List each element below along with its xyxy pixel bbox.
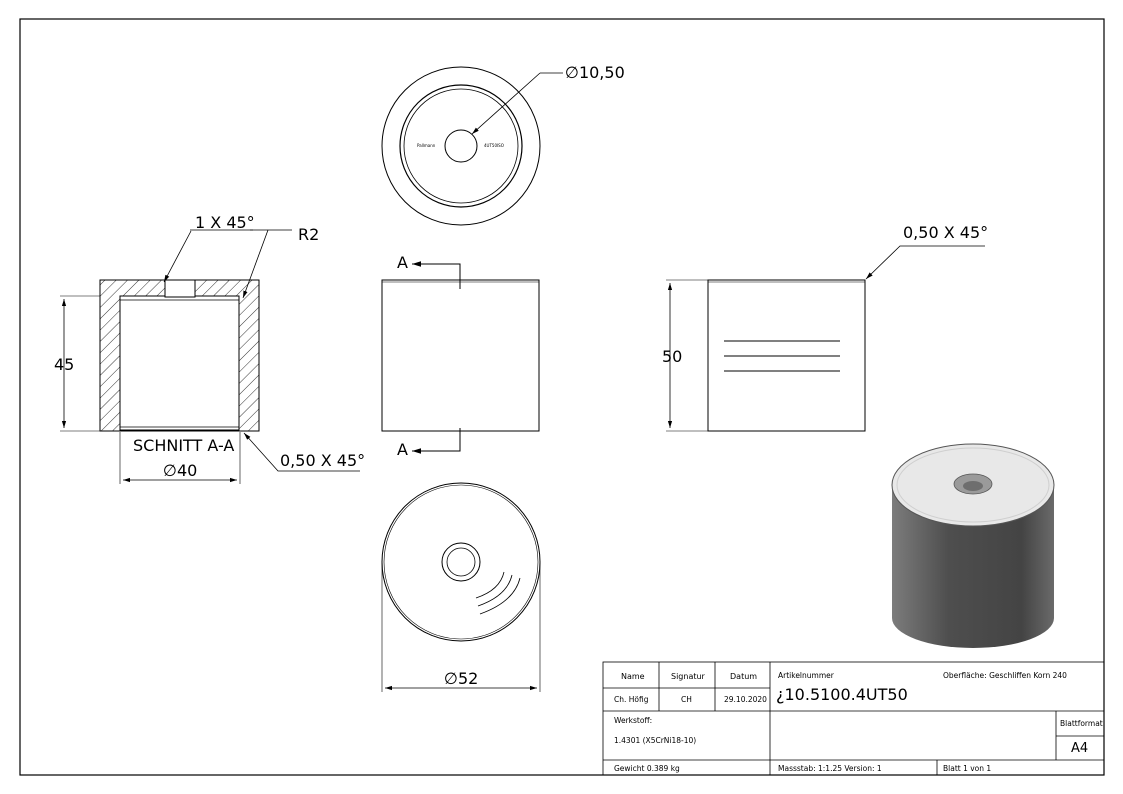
tb-name: Ch. Höfig bbox=[614, 695, 649, 704]
tb-scale-version: Massstab: 1:1.25 Version: 1 bbox=[778, 764, 882, 773]
tb-surface: Oberfläche: Geschliffen Korn 240 bbox=[943, 671, 1067, 680]
tb-material-label: Werkstoff: bbox=[614, 716, 652, 725]
cut-marker-top: A bbox=[397, 253, 408, 272]
tb-weight: Gewicht 0.389 kg bbox=[614, 764, 680, 773]
top-view bbox=[381, 66, 563, 226]
cut-marker-bottom: A bbox=[397, 440, 408, 459]
tb-header-date: Datum bbox=[730, 672, 757, 681]
tb-header-name: Name bbox=[621, 672, 645, 681]
dim-chamfer-right: 0,50 X 45° bbox=[903, 223, 988, 242]
dim-outer-diameter: ∅52 bbox=[444, 669, 478, 688]
tb-article-number: ¿10.5100.4UT50 bbox=[776, 685, 908, 704]
dim-radius: R2 bbox=[298, 225, 319, 244]
front-view bbox=[381, 261, 540, 454]
dim-chamfer-bottom: 0,50 X 45° bbox=[280, 451, 365, 470]
section-label: SCHNITT A-A bbox=[133, 436, 234, 455]
bottom-view bbox=[381, 482, 541, 692]
dim-hole-diameter: ∅10,50 bbox=[565, 63, 625, 82]
tb-sheet-number: Blatt 1 von 1 bbox=[943, 764, 991, 773]
dim-height-section: 45 bbox=[54, 355, 74, 374]
engraving-left: Pallmann bbox=[417, 143, 436, 148]
dim-inner-diameter: ∅40 bbox=[163, 461, 197, 480]
tb-sheet-format-value: A4 bbox=[1071, 741, 1088, 756]
dim-chamfer-top: 1 X 45° bbox=[195, 213, 255, 232]
side-view bbox=[666, 245, 985, 432]
title-block bbox=[602, 661, 1105, 776]
tb-article-label: Artikelnummer bbox=[778, 671, 835, 680]
section-view-a-a bbox=[60, 229, 360, 484]
tb-date: 29.10.2020 bbox=[724, 695, 767, 704]
tb-sheet-format-label: Blattformat bbox=[1060, 719, 1103, 728]
tb-material-value: 1.4301 (X5CrNi18-10) bbox=[614, 736, 696, 745]
isometric-view bbox=[891, 443, 1055, 648]
tb-header-signature: Signatur bbox=[671, 672, 706, 681]
engraving-right: 4UT50ISO bbox=[484, 143, 504, 148]
dim-height-side: 50 bbox=[662, 347, 682, 366]
tb-signature: CH bbox=[681, 695, 692, 704]
drawing-frame bbox=[19, 18, 1105, 776]
